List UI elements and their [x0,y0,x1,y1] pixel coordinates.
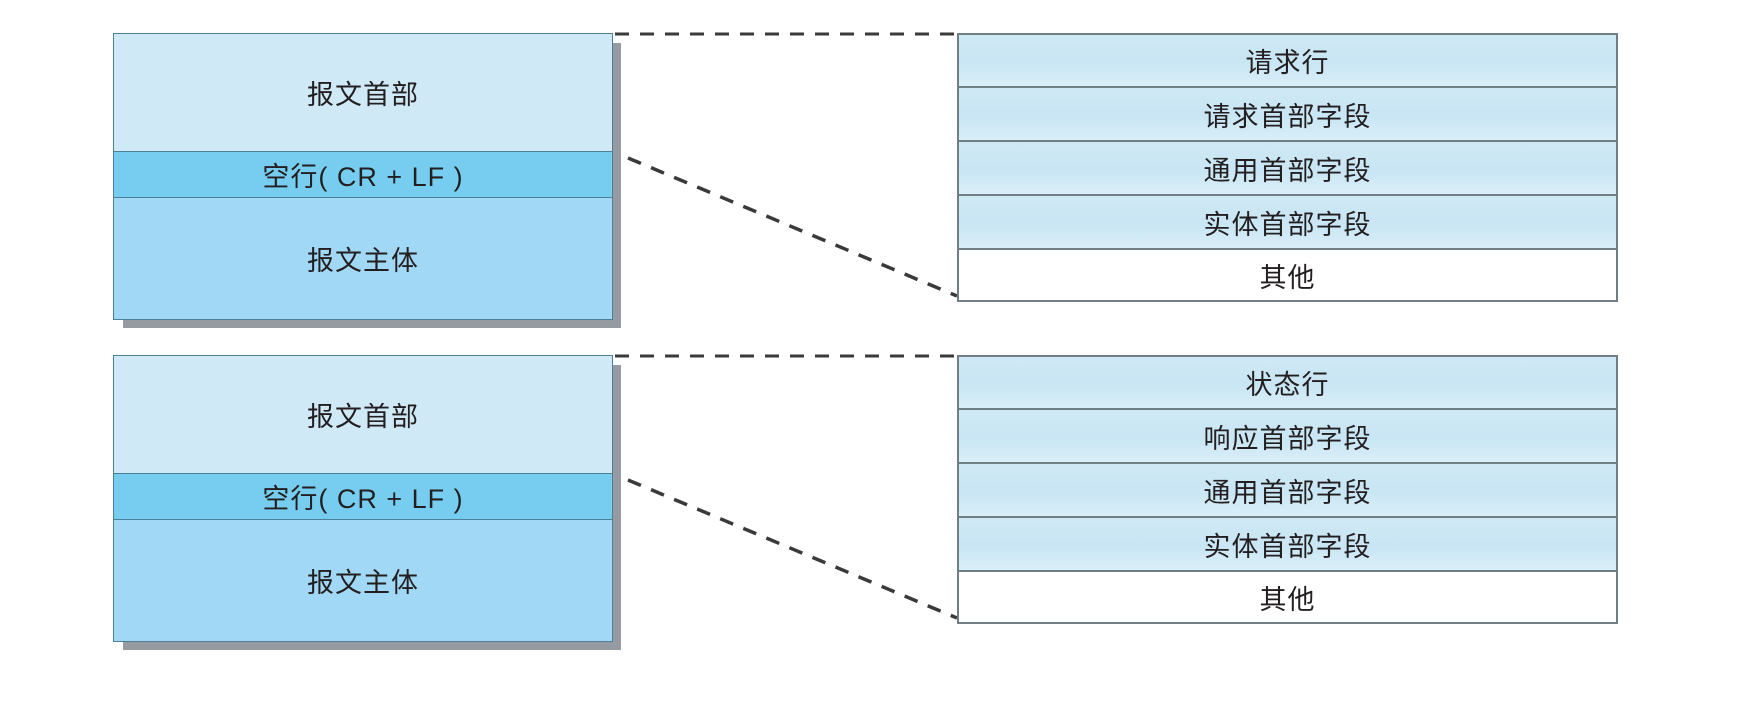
response-message-body-label: 报文主体 [307,568,419,598]
request-detail-label-4: 其他 [1259,262,1316,293]
response-detail-row-entity-header-fields: 实体首部字段 [959,518,1616,572]
request-detail-label-0: 请求行 [1245,48,1330,78]
request-blank-line-label: 空行( CR + LF ) [262,162,464,192]
request-blank-line-row: 空行( CR + LF ) [113,152,613,198]
response-detail-row-status-line: 状态行 [959,357,1616,410]
response-detail-label-1: 响应首部字段 [1203,423,1372,454]
request-detail-row-request-line: 请求行 [959,35,1616,88]
request-message-header-label: 报文首部 [307,80,419,110]
response-header-detail-table: 状态行 响应首部字段 通用首部字段 实体首部字段 其他 [957,355,1618,624]
response-detail-label-3: 实体首部字段 [1203,531,1372,562]
request-detail-label-3: 实体首部字段 [1203,209,1372,240]
response-message-header-label: 报文首部 [307,402,419,432]
response-diagonal-connector [627,478,958,620]
request-detail-row-request-header-fields: 请求首部字段 [959,88,1616,142]
request-detail-label-2: 通用首部字段 [1203,155,1372,186]
response-detail-label-0: 状态行 [1245,370,1330,400]
request-message-header-row: 报文首部 [113,33,613,152]
response-message-block: 报文首部 空行( CR + LF ) 报文主体 [113,355,613,642]
request-detail-row-entity-header-fields: 实体首部字段 [959,196,1616,250]
request-message-block: 报文首部 空行( CR + LF ) 报文主体 [113,33,613,320]
request-diagonal-connector [627,156,958,298]
response-blank-line-row: 空行( CR + LF ) [113,474,613,520]
response-detail-row-general-header-fields: 通用首部字段 [959,464,1616,518]
response-detail-row-other: 其他 [959,572,1616,622]
response-detail-label-2: 通用首部字段 [1203,477,1372,508]
request-detail-label-1: 请求首部字段 [1203,101,1372,132]
response-blank-line-label: 空行( CR + LF ) [262,484,464,514]
response-message-header-row: 报文首部 [113,355,613,474]
request-message-body-row: 报文主体 [113,198,613,320]
response-detail-label-4: 其他 [1259,584,1316,615]
request-detail-row-general-header-fields: 通用首部字段 [959,142,1616,196]
response-message-body-row: 报文主体 [113,520,613,642]
request-header-detail-table: 请求行 请求首部字段 通用首部字段 实体首部字段 其他 [957,33,1618,302]
request-detail-row-other: 其他 [959,250,1616,300]
response-detail-row-response-header-fields: 响应首部字段 [959,410,1616,464]
request-message-body-label: 报文主体 [307,246,419,276]
